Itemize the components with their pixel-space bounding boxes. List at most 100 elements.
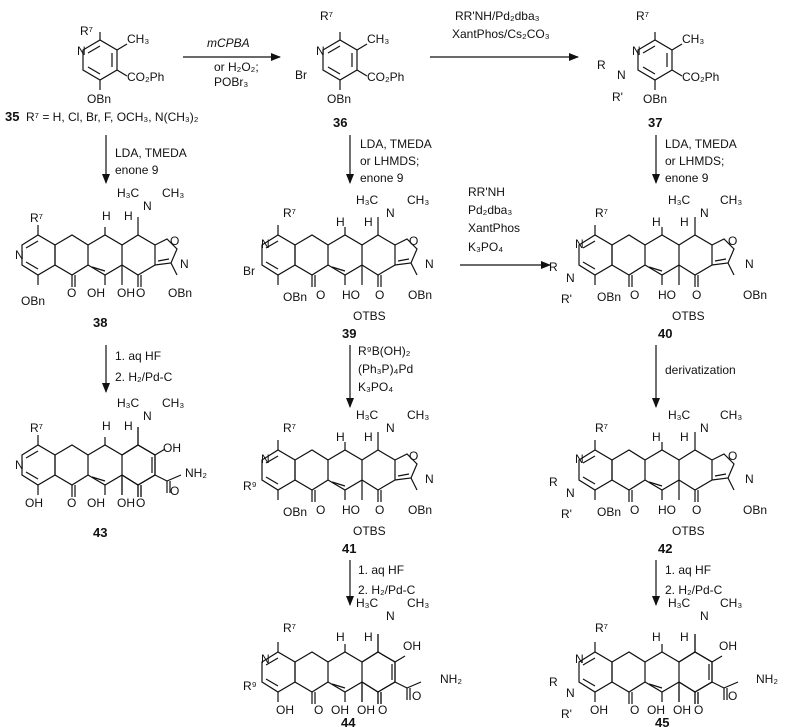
atom-ho: HO (342, 503, 360, 517)
atom-r9: R⁹ (243, 479, 257, 493)
atom-o: O (375, 288, 384, 302)
atom-otbs: OTBS (353, 309, 386, 323)
atom-ch3: CH₃ (162, 186, 184, 200)
atom-oh: OH (403, 639, 421, 653)
compound-number-43: 43 (93, 525, 107, 540)
atom-co2ph: CO₂Ph (367, 70, 404, 84)
condition-36-37-line1: RR'NH/Pd₂dba₃ (455, 9, 540, 23)
atom-ch3: CH₃ (367, 32, 389, 46)
condition-36-39-line2: or LHMDS; (360, 154, 419, 168)
compound-number-37: 37 (648, 115, 662, 130)
compound-37-structure (637, 31, 683, 91)
atom-nh2: NH₂ (440, 672, 462, 686)
compound-number-42: 42 (658, 541, 672, 556)
compound-number-39: 39 (342, 326, 356, 341)
atom-h: H (652, 430, 661, 444)
atom-h: H (102, 209, 111, 223)
atom-otbs: OTBS (672, 309, 705, 323)
atom-n: N (261, 237, 270, 251)
atom-n: N (575, 237, 584, 251)
atom-r7: R⁷ (80, 24, 93, 38)
atom-n: N (143, 199, 152, 213)
atom-oh: OH (163, 441, 181, 455)
atom-n: N (700, 609, 709, 623)
atom-r7: R⁷ (30, 211, 43, 225)
compound-number-38: 38 (93, 315, 107, 330)
condition-36-39-line1: LDA, TMEDA (360, 137, 432, 151)
atom-n: N (386, 609, 395, 623)
atom-obn: OBn (597, 505, 621, 519)
atom-n-amine: N (566, 271, 575, 285)
compound-36-structure (322, 31, 368, 91)
atom-oh: OH (117, 496, 135, 510)
atom-ch3: CH₃ (127, 32, 149, 46)
atom-o: O (630, 703, 639, 717)
atom-h3c: H₃C (356, 408, 379, 422)
atom-n: N (425, 472, 434, 486)
atom-ch3: CH₃ (407, 596, 429, 610)
atom-n: N (77, 44, 86, 58)
atom-r7: R⁷ (283, 421, 296, 435)
atom-obn: OBn (21, 294, 45, 308)
atom-oh: OH (590, 703, 608, 717)
condition-39-40-line2: Pd₂dba₃ (468, 203, 512, 217)
compound-number-35: 35 (5, 109, 19, 124)
compound-35-substituent: R⁷ = H, Cl, Br, F, OCH₃, N(CH₃)₂ (26, 110, 199, 124)
atom-obn: OBn (283, 290, 307, 304)
condition-41-44-line2: 2. H₂/Pd-C (358, 583, 416, 597)
atom-r7: R⁷ (283, 206, 296, 220)
condition-42-45-line2: 2. H₂/Pd-C (665, 583, 723, 597)
compound-44-structure (261, 633, 422, 705)
atom-n: N (143, 409, 152, 423)
atom-n: N (700, 421, 709, 435)
atom-h: H (652, 215, 661, 229)
atom-ch3: CH₃ (407, 193, 429, 207)
compound-38-structure (21, 216, 178, 288)
atom-r-prime: R' (612, 90, 623, 104)
compound-number-41: 41 (342, 541, 356, 556)
atom-oh: OH (331, 703, 349, 717)
atom-n-amine: N (617, 68, 626, 82)
atom-n: N (745, 257, 754, 271)
atom-r7: R⁷ (283, 621, 296, 635)
condition-42-45-line1: 1. aq HF (665, 563, 711, 577)
atom-h3c: H₃C (117, 186, 140, 200)
atom-h3c: H₃C (668, 596, 691, 610)
atom-h: H (124, 209, 133, 223)
atom-o: O (170, 484, 179, 498)
atom-h: H (102, 419, 111, 433)
atom-obn: OBn (168, 286, 192, 300)
atom-n: N (386, 421, 395, 435)
atom-o: O (409, 449, 418, 463)
compound-35-structure (82, 31, 128, 91)
atom-n-amine: N (566, 486, 575, 500)
atom-h3c: H₃C (356, 193, 379, 207)
atom-ch3: CH₃ (682, 32, 704, 46)
atom-h3c: H₃C (117, 396, 140, 410)
atom-n: N (180, 257, 189, 271)
atom-o: O (378, 703, 387, 717)
condition-38-43-line1: 1. aq HF (115, 349, 161, 363)
condition-35-36-line3: POBr₃ (214, 75, 248, 89)
atom-oh: OH (357, 703, 375, 717)
condition-39-41-line3: K₃PO₄ (358, 380, 393, 394)
atom-ho: HO (658, 503, 676, 517)
atom-h: H (680, 430, 689, 444)
condition-37-40-line1: LDA, TMEDA (665, 137, 737, 151)
atom-o: O (136, 496, 145, 510)
atom-ho: HO (342, 288, 360, 302)
atom-n: N (745, 472, 754, 486)
atom-n: N (15, 458, 24, 472)
atom-o: O (316, 503, 325, 517)
atom-h: H (336, 630, 345, 644)
atom-h: H (336, 430, 345, 444)
atom-r-prime: R' (561, 707, 572, 721)
atom-h: H (336, 215, 345, 229)
atom-otbs: OTBS (353, 524, 386, 538)
atom-r7: R⁷ (320, 9, 333, 23)
condition-39-40-line1: RR'NH (468, 185, 505, 199)
atom-h: H (124, 419, 133, 433)
atom-h: H (680, 215, 689, 229)
atom-n: N (700, 206, 709, 220)
atom-r7: R⁷ (636, 9, 649, 23)
